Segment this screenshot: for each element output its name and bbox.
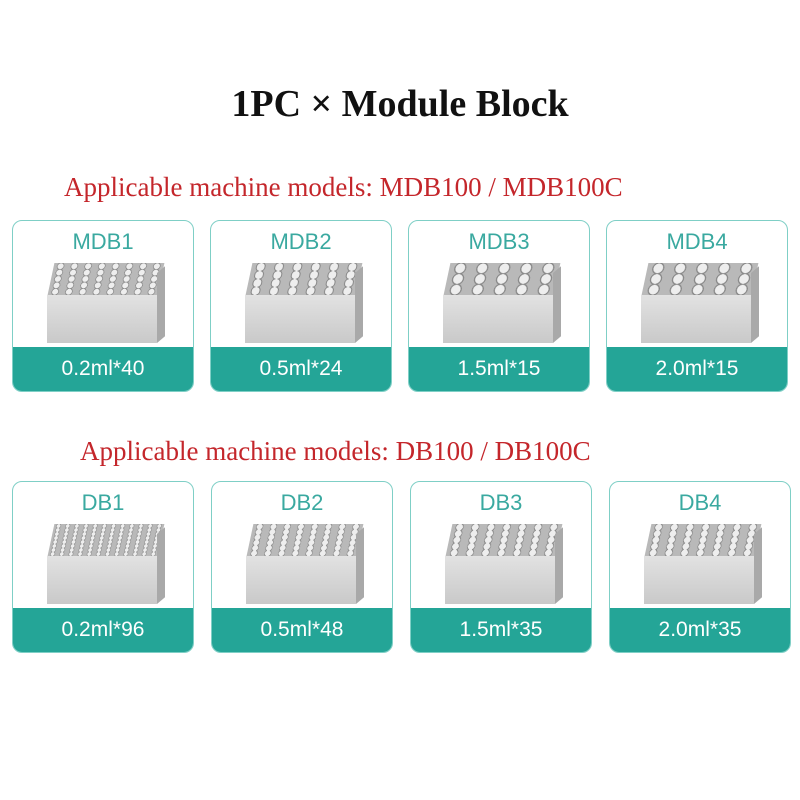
capacity-label: 0.5ml*48 — [212, 608, 392, 652]
module-block-image — [640, 524, 762, 604]
capacity-label: 0.2ml*40 — [13, 347, 193, 391]
module-name: MDB2 — [270, 229, 332, 254]
module-block-image — [637, 263, 759, 343]
capacity-label: 0.2ml*96 — [13, 608, 193, 652]
module-name: MDB3 — [468, 229, 530, 254]
module-card-mdb3: MDB3 1.5ml*15 — [408, 220, 590, 392]
module-card-mdb2: MDB2 0.5ml*24 — [210, 220, 392, 392]
module-block-image — [241, 263, 363, 343]
module-name: MDB4 — [666, 229, 728, 254]
module-name: MDB1 — [72, 229, 134, 254]
module-card-db2: DB2 0.5ml*48 — [211, 481, 393, 653]
module-card-db4: DB4 2.0ml*35 — [609, 481, 791, 653]
capacity-label: 1.5ml*15 — [409, 347, 589, 391]
module-name: DB4 — [678, 490, 722, 515]
capacity-label: 2.0ml*15 — [607, 347, 787, 391]
module-card-db3: DB3 1.5ml*35 — [410, 481, 592, 653]
module-block-image — [242, 524, 364, 604]
capacity-label: 2.0ml*35 — [610, 608, 790, 652]
module-card-db1: DB1 0.2ml*96 — [12, 481, 194, 653]
capacity-label: 1.5ml*35 — [411, 608, 591, 652]
module-block-image — [439, 263, 561, 343]
module-name: DB2 — [280, 490, 324, 515]
group-heading-mdb: Applicable machine models: MDB100 / MDB1… — [64, 172, 623, 202]
module-block-image — [43, 263, 165, 343]
group-heading-db: Applicable machine models: DB100 / DB100… — [80, 436, 591, 466]
page-title: 1PC × Module Block — [231, 83, 569, 125]
module-name: DB3 — [479, 490, 523, 515]
module-block-image — [43, 524, 165, 604]
module-card-mdb4: MDB4 2.0ml*15 — [606, 220, 788, 392]
module-block-image — [441, 524, 563, 604]
capacity-label: 0.5ml*24 — [211, 347, 391, 391]
module-name: DB1 — [81, 490, 125, 515]
module-card-mdb1: MDB1 0.2ml*40 — [12, 220, 194, 392]
